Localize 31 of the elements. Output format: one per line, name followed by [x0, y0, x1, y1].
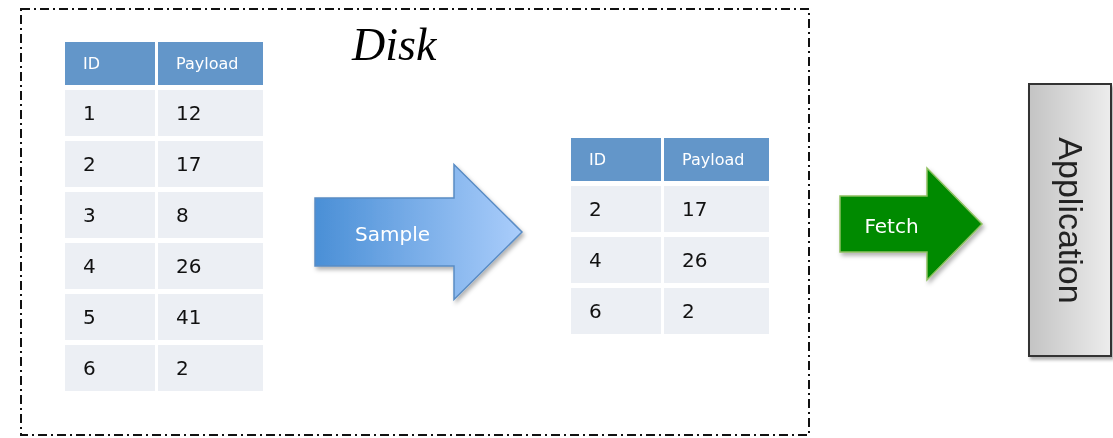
- column-header: Payload: [664, 138, 769, 181]
- table-value: 26: [158, 243, 263, 289]
- table-value: 4: [65, 243, 155, 289]
- data-table: [571, 138, 769, 334]
- arrow-label: Fetch: [864, 214, 919, 238]
- table-value: 8: [158, 192, 263, 238]
- table-value: 12: [158, 90, 263, 136]
- table-value: 2: [664, 288, 769, 334]
- table-value: 2: [158, 345, 263, 391]
- table-value: 4: [571, 237, 661, 283]
- column-header: ID: [571, 138, 661, 181]
- table-value: 6: [571, 288, 661, 334]
- table-value: 26: [664, 237, 769, 283]
- column-header: Payload: [158, 42, 263, 85]
- table-value: 41: [158, 294, 263, 340]
- table-value: 2: [65, 141, 155, 187]
- component-box: [1028, 83, 1112, 357]
- table-value: 6: [65, 345, 155, 391]
- table-value: 5: [65, 294, 155, 340]
- block-arrow: [839, 166, 984, 282]
- component-label: Application: [1050, 136, 1090, 304]
- arrow-label: Sample: [355, 222, 430, 246]
- table-value: 17: [664, 186, 769, 232]
- data-table: [65, 42, 263, 391]
- column-header: ID: [65, 42, 155, 85]
- table-value: 3: [65, 192, 155, 238]
- table-value: 2: [571, 186, 661, 232]
- table-value: 17: [158, 141, 263, 187]
- frame-title: Disk: [352, 18, 437, 71]
- table-value: 1: [65, 90, 155, 136]
- block-arrow: [314, 162, 524, 302]
